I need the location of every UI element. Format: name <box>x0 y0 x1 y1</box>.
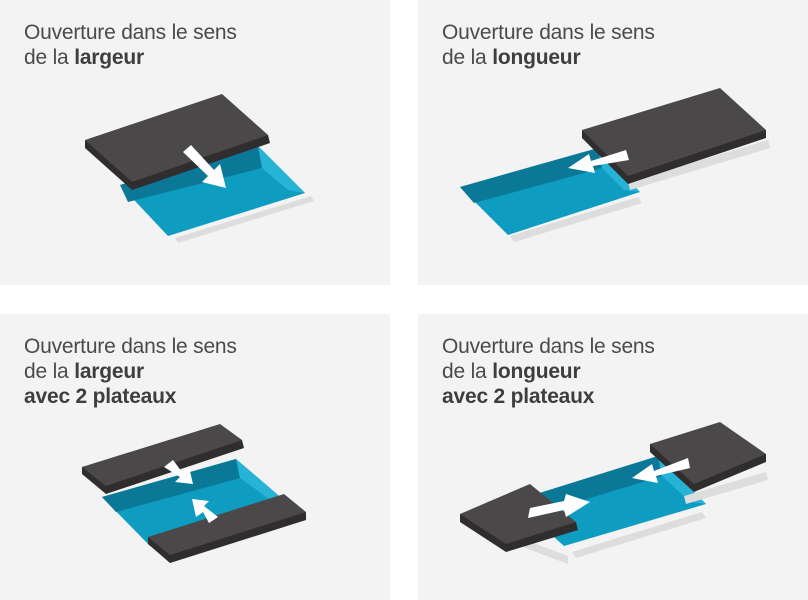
caption-line-1: Ouverture dans le sens <box>24 21 237 44</box>
pool-wall-side <box>258 146 305 193</box>
caption-line-2: de la longueur <box>442 359 655 384</box>
caption-line-3: avec 2 plateaux <box>442 384 655 409</box>
cover-plate-left <box>460 484 576 544</box>
caption-emphasis: largeur <box>74 360 144 383</box>
caption-prefix: de la <box>442 360 493 383</box>
panel-caption: Ouverture dans le sens de la largeur <box>24 20 237 70</box>
caption-emphasis: longueur <box>492 360 581 383</box>
cover-shadow <box>684 472 768 504</box>
pool-shadow <box>175 196 314 243</box>
cover-edge <box>82 440 244 494</box>
arrow-icon <box>632 458 690 483</box>
arrow-icon <box>192 499 218 523</box>
panel-caption: Ouverture dans le sens de la longueur <box>442 20 655 70</box>
caption-prefix: de la <box>442 46 493 69</box>
panel-length-opening-two-covers: Ouverture dans le sens de la longueur av… <box>418 314 808 600</box>
caption-prefix: de la <box>24 46 75 69</box>
pool-shadow <box>572 512 706 558</box>
arrow-icon <box>528 494 590 518</box>
caption-line-2: de la largeur <box>24 359 237 384</box>
panel-width-opening: Ouverture dans le sens de la largeur <box>0 0 390 285</box>
caption-line-2: de la largeur <box>24 45 237 70</box>
pool-wall <box>460 148 602 203</box>
caption-emphasis: longueur <box>492 46 581 69</box>
panel-caption: Ouverture dans le sens de la longueur av… <box>442 334 655 409</box>
caption-prefix: de la <box>24 360 75 383</box>
caption-line-1: Ouverture dans le sens <box>24 335 237 358</box>
pool-shadow <box>510 197 642 242</box>
pool-cover-illustration <box>82 424 306 563</box>
caption-line-3: avec 2 plateaux <box>24 384 237 409</box>
caption-emphasis: avec 2 plateaux <box>24 385 177 408</box>
cover-edge <box>148 512 306 563</box>
cover-plate <box>85 94 268 182</box>
caption-line-1: Ouverture dans le sens <box>442 21 655 44</box>
cover-plate-front <box>148 494 306 555</box>
arrow-icon <box>183 145 226 188</box>
arrow-icon <box>164 460 193 484</box>
caption-line-1: Ouverture dans le sens <box>442 335 655 358</box>
panel-width-opening-two-covers: Ouverture dans le sens de la largeur ave… <box>0 314 390 600</box>
pool-wall <box>102 459 240 512</box>
caption-line-2: de la longueur <box>442 45 655 70</box>
caption-emphasis: largeur <box>74 46 144 69</box>
caption-emphasis: avec 2 plateaux <box>442 385 595 408</box>
panel-caption: Ouverture dans le sens de la largeur ave… <box>24 334 237 409</box>
arrow-icon <box>568 150 629 173</box>
cover-shadow <box>628 140 770 190</box>
panel-length-opening: Ouverture dans le sens de la longueur <box>418 0 808 285</box>
pool-wall-side <box>236 459 292 507</box>
pool-cover-illustration <box>460 88 770 242</box>
pool-cover-illustration <box>85 94 314 243</box>
pool-wall <box>120 146 262 202</box>
pool-cover-illustration <box>460 422 768 564</box>
cover-plate-back <box>82 424 242 486</box>
cover-plate <box>582 88 766 176</box>
